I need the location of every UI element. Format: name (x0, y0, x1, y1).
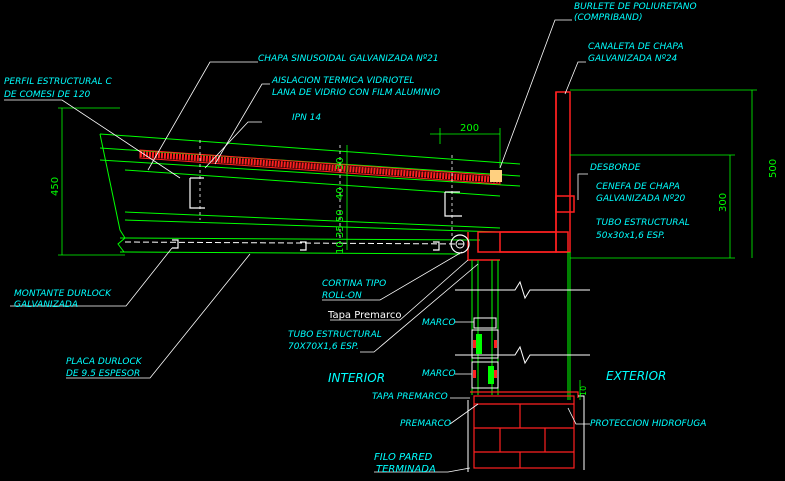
label-desborde: DESBORDE (590, 163, 641, 173)
label-burlete-2: (COMPRIBAND) (574, 13, 642, 23)
gutter-structure (467, 91, 575, 261)
label-tapa-premarco-top: Tapa Premarco (327, 310, 402, 321)
label-placa-1: PLACA DURLOCK (66, 357, 143, 367)
label-cortina-1: CORTINA TIPO (322, 279, 386, 289)
dimension-texts: 450 200 30 40 35 50 10 10 300 500 (50, 123, 779, 396)
dim-10: 10 (335, 241, 346, 254)
label-tubo50-2: 50x30x1,6 ESP. (596, 231, 665, 241)
label-burlete-1: BURLETE DE POLIURETANO (574, 2, 697, 12)
label-montante-1: MONTANTE DURLOCK (14, 289, 112, 299)
label-proteccion: PROTECCION HIDROFUGA (590, 419, 706, 429)
dim-300: 300 (718, 193, 729, 212)
label-tapa-premarco-bottom: TAPA PREMARCO (372, 392, 448, 402)
dim-450: 450 (50, 177, 61, 196)
label-chapa-sinusoidal: CHAPA SINUSOIDAL GALVANIZADA Nº21 (258, 54, 439, 64)
leader-lines (4, 19, 590, 473)
label-tubo50-1: TUBO ESTRUCTURAL (596, 218, 690, 228)
label-filo-pared-2: TERMINADA (376, 464, 436, 475)
thermal-insulation (139, 149, 501, 185)
label-perfil-1: PERFIL ESTRUCTURAL C (4, 77, 112, 87)
break-lines (455, 280, 590, 365)
label-marco-bottom: MARCO (422, 369, 456, 379)
label-ipn: IPN 14 (292, 113, 321, 123)
annotations: BURLETE DE POLIURETANO (COMPRIBAND) CHAP… (4, 2, 706, 475)
dim-10-bottom: 10 (579, 386, 588, 396)
burlete-block (490, 170, 502, 182)
label-tubo70-1: TUBO ESTRUCTURAL (288, 330, 382, 340)
label-exterior: EXTERIOR (606, 369, 666, 383)
window-frames (471, 317, 499, 389)
window-section (471, 252, 571, 400)
dim-200: 200 (460, 123, 479, 134)
label-placa-2: DE 9.5 ESPESOR (66, 369, 140, 379)
placa-durlock-line (124, 241, 466, 245)
label-filo-pared-1: FILO PARED (374, 452, 433, 463)
label-tubo70-2: 70X70X1,6 ESP. (288, 342, 359, 352)
label-canaleta-1: CANALETA DE CHAPA (588, 42, 684, 52)
label-aislacion-1: AISLACION TERMICA VIDRIOTEL (271, 76, 414, 86)
hydro-protection (467, 395, 585, 472)
dim-500: 500 (768, 159, 779, 178)
dimension-lines (58, 89, 757, 400)
label-canaleta-2: GALVANIZADA Nº24 (588, 54, 678, 64)
dim-40: 40 (335, 187, 346, 200)
label-cenefa-1: CENEFA DE CHAPA (596, 182, 680, 192)
wall-base (470, 391, 579, 469)
label-cenefa-2: GALVANIZADA Nº20 (596, 194, 686, 204)
label-montante-2: GALVANIZADA (14, 300, 78, 310)
axis-lines (199, 140, 453, 245)
label-marco-top: MARCO (422, 318, 456, 328)
frame-fills (476, 334, 494, 384)
label-premarco: PREMARCO (400, 419, 451, 429)
dim-35-50: 35 50 (335, 209, 346, 238)
dim-30: 30 (335, 157, 346, 170)
label-aislacion-2: LANA DE VIDRIO CON FILM ALUMINIO (272, 88, 440, 98)
label-perfil-2: DE COMESI DE 120 (4, 90, 90, 100)
label-cortina-2: ROLL-ON (322, 291, 362, 301)
label-interior: INTERIOR (328, 371, 385, 385)
